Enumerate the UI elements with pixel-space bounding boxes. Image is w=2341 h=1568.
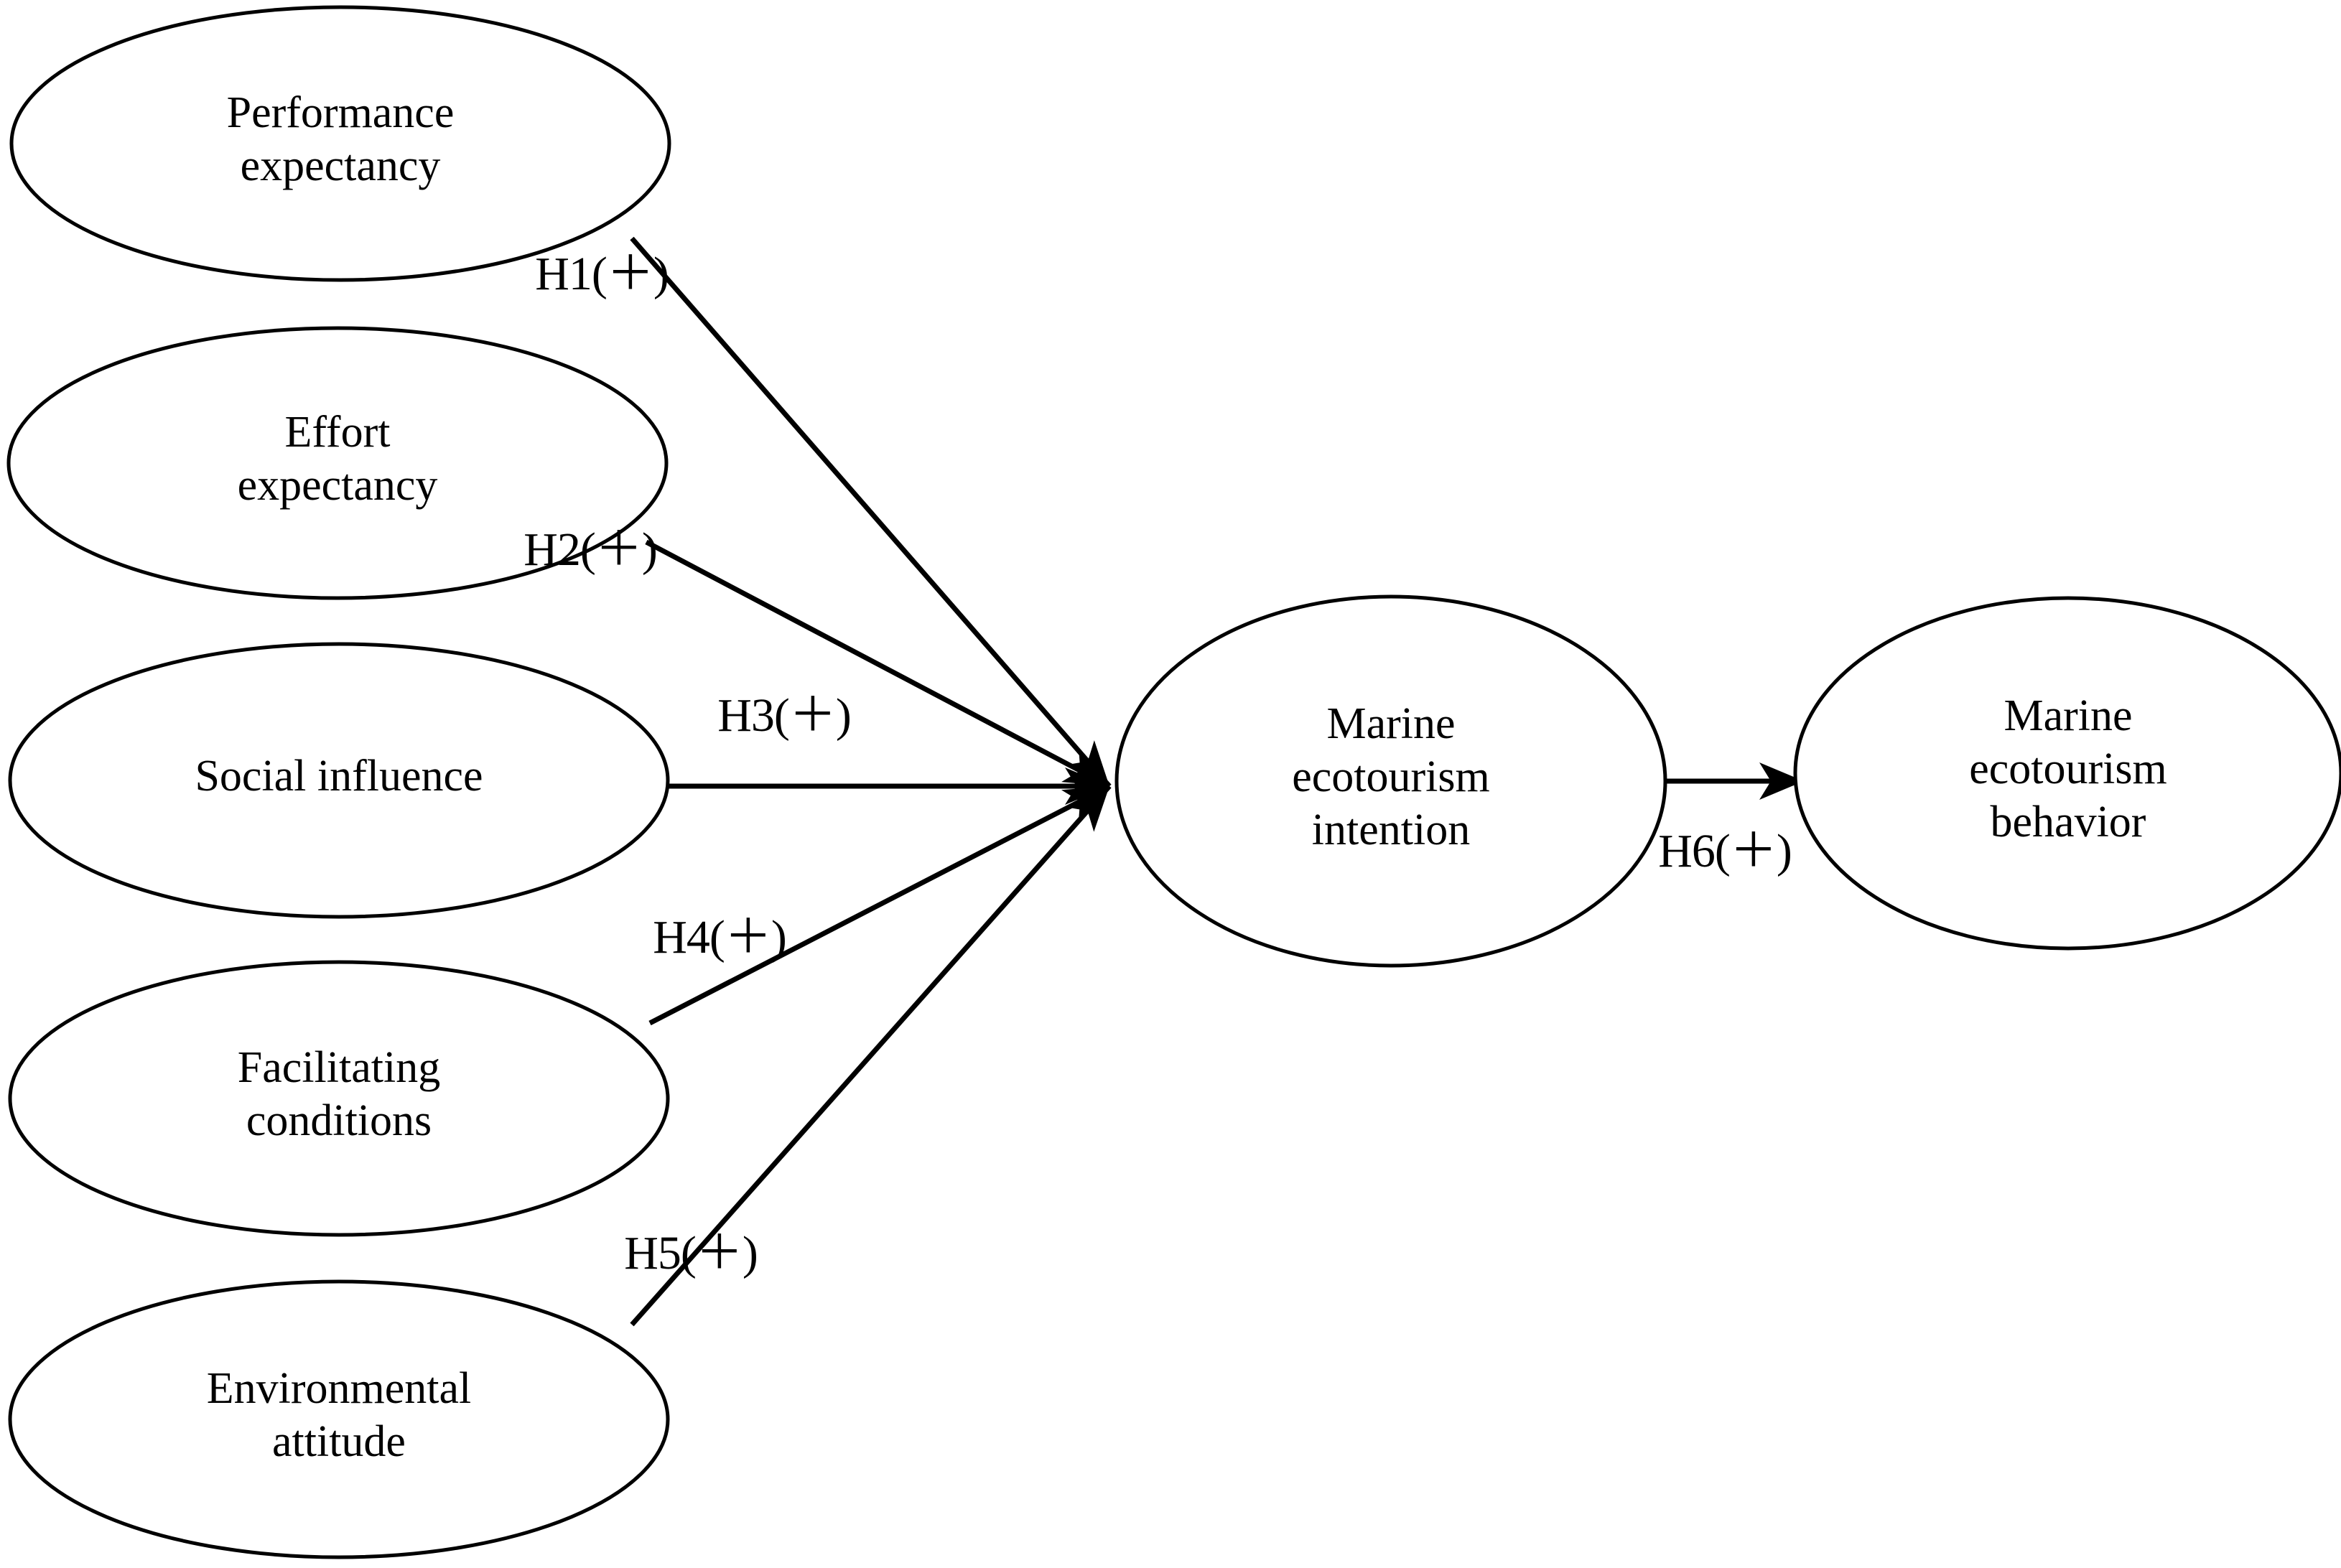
node-label-line: expectancy [238,461,438,510]
arrowhead-h6 [1759,762,1804,800]
edge-label-h6: H6(＋) [1658,825,1792,877]
edges-layer [630,236,1804,1327]
node-label-line: Marine [1326,699,1455,748]
edge-h6 [1652,762,1804,800]
edge-h4 [648,783,1111,1026]
node-ellipse-social_influence[interactable] [8,642,670,919]
edge-labels-layer: H1(＋) H2(＋) H3(＋) H4(＋) H5(＋) H6(＋) [523,248,1792,1279]
node-label-line: Performance [227,88,455,137]
node-label-line: conditions [246,1096,432,1145]
node-label-line: behavior [1991,798,2146,846]
node-label-line: Environmental [207,1364,471,1413]
node-label-line: ecotourism [1292,752,1490,801]
node-ellipse-effort_expectancy[interactable] [6,326,669,600]
node-label-line: ecotourism [1969,745,2167,793]
node-label-social_influence: Social influence [195,752,483,801]
edge-line-h4 [648,783,1111,1026]
node-marine_ecotourism_behavior[interactable]: Marine ecotourism behavior [1793,596,2341,951]
node-label-line: expectancy [241,141,441,190]
edge-line-h2 [645,539,1111,789]
node-label-line: Effort [285,408,391,457]
node-ellipse-marine_ecotourism_intention[interactable] [1114,594,1667,968]
node-label-line: Facilitating [238,1043,440,1092]
edge-label-group-h1: H1(＋) [535,248,669,300]
node-ellipse-environmental_attitude[interactable] [8,1279,670,1559]
edge-line-h1 [630,236,1112,788]
edge-label-group-h2: H2(＋) [523,523,658,576]
edge-label-h2: H2(＋) [523,523,657,576]
edge-label-group-h6: H6(＋) [1658,825,1792,877]
node-ellipse-facilitating_conditions[interactable] [8,960,670,1237]
edge-line-h5 [630,784,1112,1327]
edge-label-h3: H3(＋) [717,689,851,742]
edge-h5 [630,784,1112,1327]
edge-label-h4: H4(＋) [653,911,786,963]
node-label-line: Social influence [195,752,483,801]
node-label-line: attitude [272,1417,406,1466]
node-label-marine_ecotourism_behavior: Marine ecotourism behavior [1969,691,2167,846]
edge-label-h1: H1(＋) [535,248,669,300]
node-social_influence[interactable]: Social influence [8,642,670,919]
edge-label-group-h4: H4(＋) [653,911,787,963]
node-label-line: intention [1312,806,1470,854]
edge-h3 [668,767,1109,805]
edge-label-group-h5: H5(＋) [624,1227,758,1279]
edge-h1 [630,236,1112,788]
arrowhead-h5 [1066,786,1109,832]
node-ellipse-performance_expectancy[interactable] [9,5,671,282]
edge-label-h5: H5(＋) [624,1227,758,1279]
node-ellipse-marine_ecotourism_behavior[interactable] [1793,596,2341,951]
edge-label-group-h3: H3(＋) [717,689,852,742]
edge-h2 [645,539,1111,789]
node-label-line: Marine [2003,691,2132,740]
